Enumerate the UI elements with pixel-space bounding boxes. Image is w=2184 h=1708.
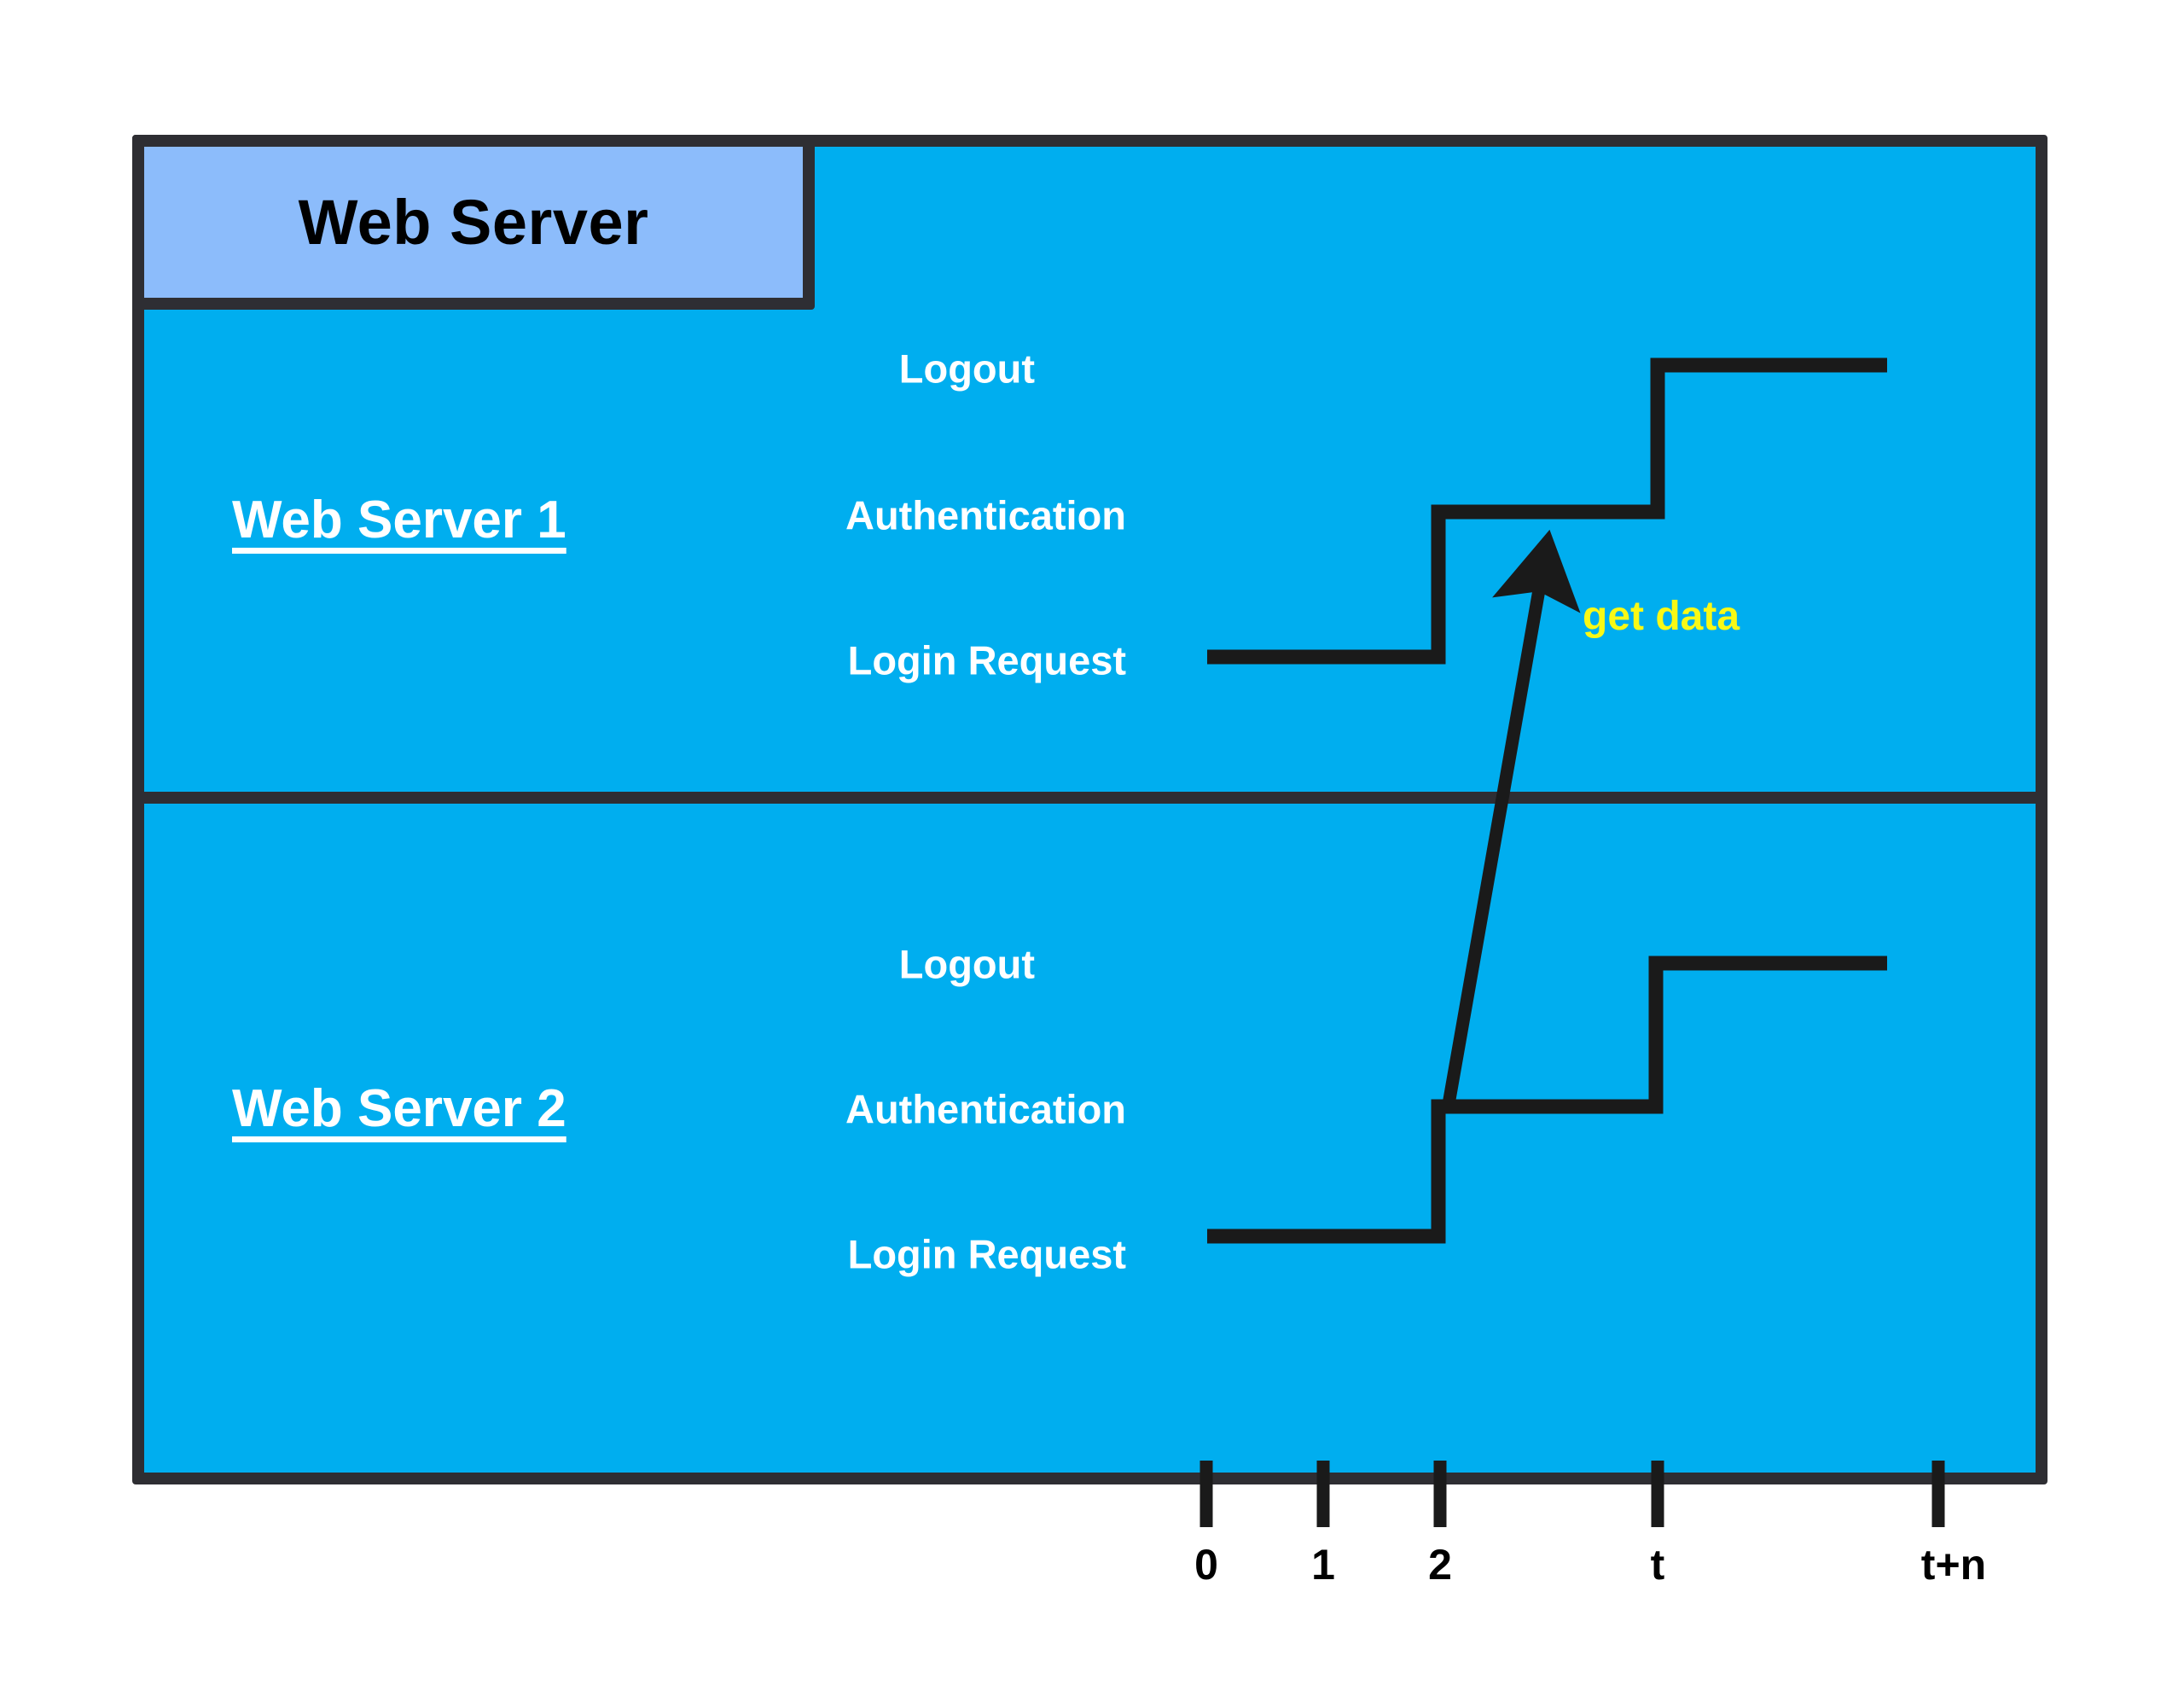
- state-label-login-request-server1: Login Request: [847, 637, 1126, 683]
- panel-label-web-server-1: Web Server 1: [232, 491, 566, 549]
- state-label-authentication-server2: Authentication: [845, 1086, 1126, 1132]
- state-label-authentication-server1: Authentication: [845, 492, 1126, 538]
- title-box: Web Server: [132, 135, 815, 310]
- panel-divider: [132, 792, 2048, 804]
- axis-tick-label-t-plus-n: t+n: [1920, 1541, 1987, 1589]
- axis-tick-label-2: 2: [1428, 1541, 1452, 1589]
- diagram-frame: [132, 135, 2048, 1484]
- axis-tick-label-0: 0: [1194, 1541, 1218, 1589]
- get-data-annotation-label: get data: [1583, 594, 1740, 639]
- axis-tick-label-1: 1: [1311, 1541, 1335, 1589]
- state-label-logout-server2: Logout: [898, 941, 1035, 987]
- panel-label-web-server-2: Web Server 2: [232, 1079, 566, 1138]
- axis-tick-label-t: t: [1650, 1541, 1665, 1589]
- page-title: Web Server: [298, 187, 649, 258]
- state-label-logout-server1: Logout: [898, 346, 1035, 392]
- state-label-login-request-server2: Login Request: [847, 1231, 1126, 1277]
